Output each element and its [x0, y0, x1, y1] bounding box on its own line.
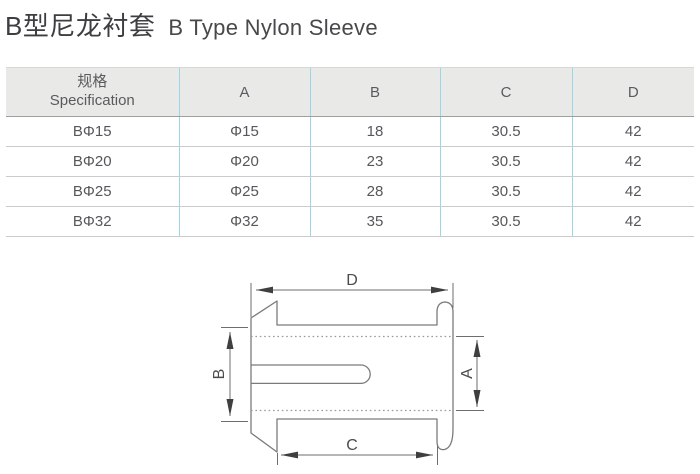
d-cell: 42	[571, 206, 694, 237]
d-cell: 42	[571, 146, 694, 177]
b-arrow-down-icon	[226, 399, 234, 416]
sleeve-cross-section-diagram: D B A C	[211, 272, 484, 465]
dim-label-b: B	[211, 369, 228, 380]
a-cell: Φ32	[178, 206, 310, 237]
d-cell: 42	[571, 176, 694, 207]
header-col-d: D	[571, 67, 694, 117]
dim-label-c: C	[346, 437, 358, 454]
c-cell: 30.5	[439, 176, 572, 207]
a-cell: Φ15	[178, 116, 310, 147]
header-col-b: B	[309, 67, 440, 117]
c-arrow-left-icon	[281, 451, 298, 459]
c-cell: 30.5	[439, 146, 572, 177]
table-row: BΦ32 Φ32 35 30.5 42	[6, 206, 694, 237]
b-arrow-up-icon	[226, 332, 234, 349]
table-row: BΦ20 Φ20 23 30.5 42	[6, 146, 694, 177]
b-cell: 23	[309, 146, 440, 177]
b-cell: 18	[309, 116, 440, 147]
page-title-en: B Type Nylon Sleeve	[168, 15, 378, 40]
slot-outline	[251, 364, 371, 385]
header-spec: 规格 Specification	[6, 67, 179, 117]
header-col-a: A	[178, 67, 310, 117]
a-cell: Φ25	[178, 176, 310, 207]
page-title-zh: B型尼龙衬套	[5, 11, 156, 41]
c-arrow-right-icon	[416, 451, 433, 459]
part-outline	[250, 300, 454, 453]
dim-label-a: A	[459, 368, 476, 379]
c-cell: 30.5	[439, 116, 572, 147]
spec-cell: BΦ32	[6, 206, 179, 237]
b-cell: 35	[309, 206, 440, 237]
b-cell: 28	[309, 176, 440, 207]
spec-table: 规格 Specification A B C D BΦ15 Φ15 18 30.…	[6, 67, 694, 237]
page-title: B型尼龙衬套 B Type Nylon Sleeve	[5, 6, 378, 43]
table-row: BΦ25 Φ25 28 30.5 42	[6, 176, 694, 207]
table-header-row: 规格 Specification A B C D	[6, 67, 694, 117]
a-arrow-up-icon	[473, 340, 481, 357]
dimension-c	[277, 446, 438, 465]
spec-cell: BΦ25	[6, 176, 179, 207]
d-arrow-right-icon	[431, 286, 448, 294]
header-spec-zh: 规格	[77, 73, 108, 91]
spec-cell: BΦ20	[6, 146, 179, 177]
d-arrow-left-icon	[256, 286, 273, 294]
c-cell: 30.5	[439, 206, 572, 237]
technical-drawing: D B A C	[0, 250, 700, 474]
a-cell: Φ20	[178, 146, 310, 177]
spec-cell: BΦ15	[6, 116, 179, 147]
a-arrow-down-icon	[473, 390, 481, 407]
header-col-c: C	[439, 67, 572, 117]
dim-label-d: D	[346, 272, 358, 289]
header-spec-en: Specification	[49, 92, 135, 109]
d-cell: 42	[571, 116, 694, 147]
table-row: BΦ15 Φ15 18 30.5 42	[6, 116, 694, 147]
dimension-d	[250, 283, 454, 317]
